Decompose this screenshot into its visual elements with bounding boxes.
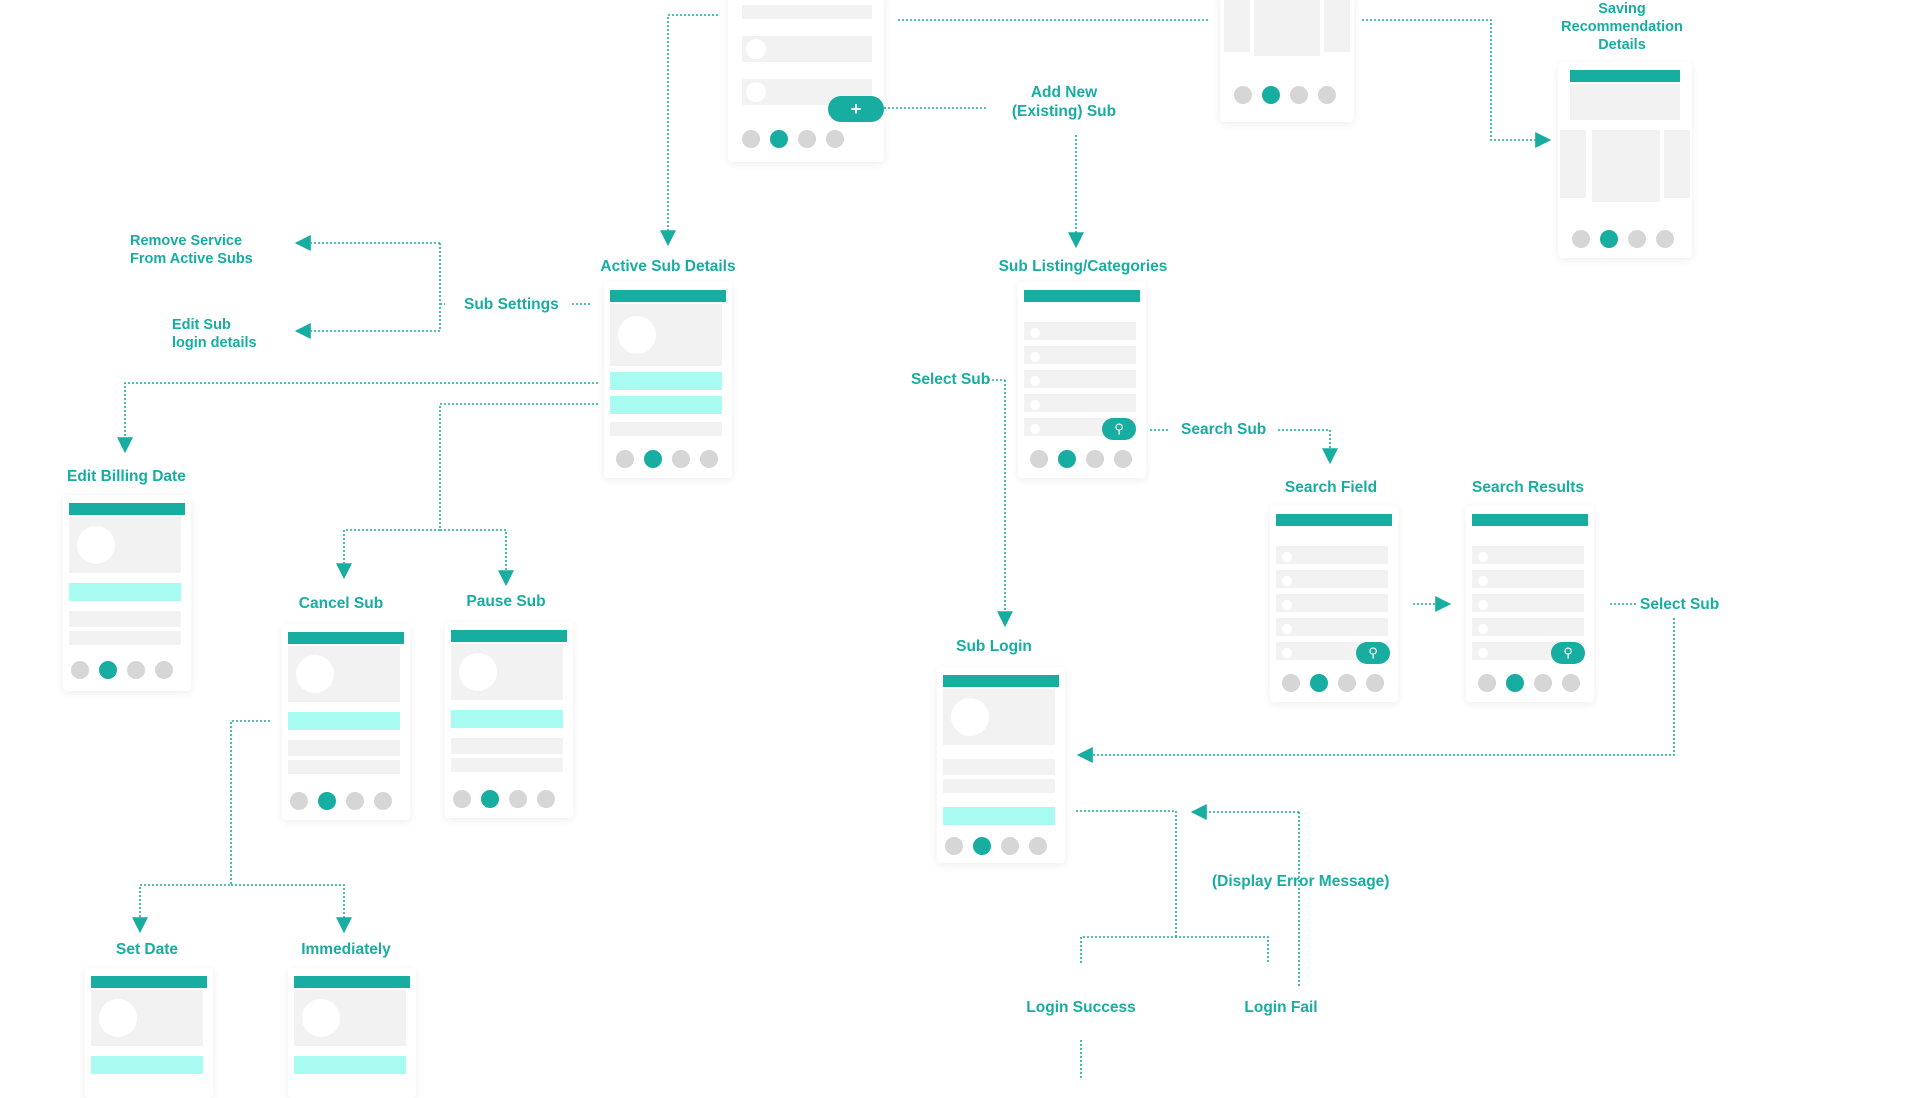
label-login-success: Login Success [1026,999,1136,1016]
card-saving-recommendation [1558,62,1692,258]
label-set-date: Set Date [115,941,179,958]
connector-top-to-active [660,14,718,247]
label-immediately: Immediately [301,941,391,958]
label-sub-login: Sub Login [956,638,1032,655]
search-button[interactable]: ⚲ [1102,418,1136,440]
label-login-fail: Login Fail [1244,999,1318,1016]
card-cancel-sub [282,624,410,820]
card-immediately [288,968,416,1098]
connector-login-branch [1076,810,1177,937]
label-search-sub: Search Sub [1181,421,1267,438]
label-select-sub-results: Select Sub [1640,596,1720,613]
card-search-field [1270,506,1398,702]
connector-settings-edit [294,243,441,339]
search-results-button[interactable]: ⚲ [1551,642,1585,664]
connector-cancel-pause [336,403,598,580]
connector-billing [117,382,598,454]
add-sub-button[interactable]: + [828,96,884,122]
label-select-sub-listing: Select Sub [911,371,991,388]
label-sub-listing: Sub Listing/Categories [998,258,1168,275]
label-search-results: Search Results [1472,479,1584,496]
card-search-results [1466,506,1594,702]
label-search-field: Search Field [1284,479,1378,496]
card-set-date [85,968,213,1098]
connector-select-sub-2 [1076,618,1675,763]
card-sub-login [937,667,1065,863]
connector-immediately [231,884,352,934]
card-dashboard [728,0,884,162]
connector-outcomes [1080,936,1269,963]
label-remove-service: Remove Service From Active Subs [130,233,253,267]
label-edit-billing-date: Edit Billing Date [67,468,186,485]
search-field-button[interactable]: ⚲ [1356,642,1390,664]
label-saving-recommendation: Saving Recommendation Details [1561,1,1683,53]
label-active-sub-details: Active Sub Details [600,258,736,275]
connector-pause [440,529,514,587]
label-display-error: (Display Error Message) [1212,873,1390,890]
connector-cancel-options [132,720,270,934]
card-sub-listing [1018,282,1146,478]
card-edit-billing-date [63,495,191,691]
label-edit-sub-login: Edit Sub login details [172,317,257,351]
connector-search-field [1278,429,1338,465]
label-cancel-sub: Cancel Sub [298,595,384,612]
card-pause-sub [445,622,573,818]
card-active-sub-details [604,282,732,478]
connector-saving [1362,19,1552,148]
card-recommendations [1220,0,1354,122]
label-pause-sub: Pause Sub [466,593,546,610]
label-sub-settings: Sub Settings [464,296,559,313]
label-add-new-sub: Add New (Existing) Sub [1011,84,1117,120]
